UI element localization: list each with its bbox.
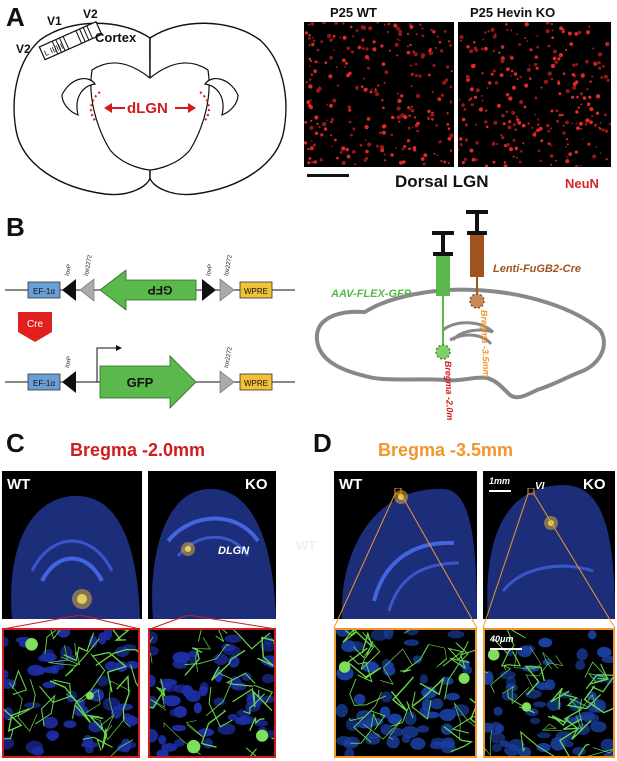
v2-left-label: V2: [16, 42, 31, 56]
loxp-label-3: loxP: [65, 356, 73, 369]
bregma-a-label: Bregma -2.0mm: [443, 361, 455, 420]
scale-bar: [307, 174, 349, 177]
micro-title-ko: P25 Hevin KO: [470, 5, 556, 20]
panel-d-wt-section: [334, 471, 477, 619]
panel-c-ko-section: [148, 471, 276, 619]
panel-c-letter: C: [6, 428, 25, 458]
coronal-brain-diagram: L II/III V1 V2 V2 Cortex dLGN: [13, 7, 287, 196]
dlgn-label: dLGN: [127, 100, 168, 117]
v1-label: V1: [47, 14, 62, 28]
neun-micrograph-ko: [458, 22, 611, 167]
neun-micrograph-wt: [304, 22, 454, 167]
flex-construct-diagram: EF-1α loxP lox2272 GFP loxP lox2272 WPRE…: [5, 254, 295, 409]
panel-d-wt-zoom: [334, 628, 477, 758]
gfp-label: GFP: [127, 375, 154, 390]
panel-c-ko-zoom: [148, 628, 276, 758]
panel-d-scale-bar-bottom: [490, 648, 522, 650]
panel-d-letter: D: [313, 428, 332, 458]
aav-label: AAV-FLEX-GFP: [330, 288, 412, 300]
micro-title-wt: P25 WT: [330, 5, 377, 20]
lox2272-label-3: lox2272: [224, 346, 234, 368]
panel-d-ko-zoom: [483, 628, 615, 758]
neun-stain-label: NeuN: [565, 176, 599, 191]
panel-c-zoom-lines: [2, 615, 277, 630]
panel-c-watermark: WT: [296, 538, 317, 553]
promoter-label-bottom: EF-1α: [33, 379, 55, 388]
panel-d-wt-label: WT: [339, 476, 363, 493]
panel-d-ko-label: KO: [583, 476, 606, 493]
panel-c-wt-label: WT: [7, 476, 31, 493]
promoter-label-top: EF-1α: [33, 287, 55, 296]
lenti-label: Lenti-FuGB2-Cre: [493, 263, 581, 275]
panel-c-wt-section: [2, 471, 142, 619]
dorsal-lgn-caption: Dorsal LGN: [395, 172, 489, 191]
panel-c-title: Bregma -2.0mm: [70, 440, 206, 460]
panel-d-zoom-lines: [333, 488, 616, 629]
panel-d-scale-bar-top: [489, 490, 511, 492]
sagittal-injection-diagram: AAV-FLEX-GFP Lenti-FuGB2-Cre Bregma -2.0…: [314, 210, 606, 420]
lox2272-label-1: lox2272: [84, 254, 94, 276]
cre-label: Cre: [27, 319, 44, 330]
panel-d-scale-label-bottom: 40μm: [490, 634, 514, 644]
loxp-label-1: loxP: [65, 264, 73, 277]
panel-c-ko-label: KO: [245, 476, 268, 493]
loxp-label-2: loxP: [206, 264, 214, 277]
wpre-label-bottom: WPRE: [244, 379, 268, 388]
gfp-inverted-label: GFP: [148, 283, 173, 297]
v2-top-label: V2: [83, 7, 98, 21]
wpre-label-top: WPRE: [244, 287, 268, 296]
panel-b-letter: B: [6, 212, 25, 242]
cortex-label: Cortex: [95, 30, 137, 45]
bregma-b-label: Bregma -3.5mm: [479, 310, 491, 378]
panel-d-title: Bregma -3.5mm: [378, 440, 514, 460]
panel-d-region-label: VI: [535, 481, 545, 492]
panel-c-region-label: DLGN: [218, 545, 250, 557]
panel-d-ko-section: [483, 471, 615, 619]
panel-c-wt-zoom: [2, 628, 140, 758]
lox2272-label-2: lox2272: [224, 254, 234, 276]
panel-a-letter: A: [6, 2, 25, 32]
panel-d-scale-label-top: 1mm: [489, 476, 511, 486]
